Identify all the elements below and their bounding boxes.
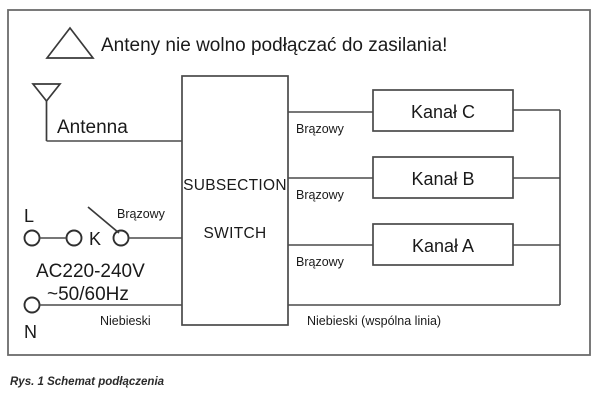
neutral-terminal-circle [23,296,41,314]
antenna-icon [31,83,62,103]
channel-wire-label-1: Brązowy [296,188,345,202]
switch-lever [87,206,120,234]
figure-caption: Rys. 1 Schemat podłączenia [10,376,165,388]
channel-box-0 [372,89,514,132]
live-wire-label: Brązowy [117,207,166,221]
neutral-wire-label: Niebieski [100,314,151,328]
channel-label-0: Kanał C [411,102,475,122]
channel-label-1: Kanał B [411,169,474,189]
subsection-switch-label-line2: SWITCH [204,225,267,242]
channel-wire-label-0: Brązowy [296,122,345,136]
supply-voltage-line1: AC220-240V [36,261,145,282]
supply-voltage-line2: ~50/60Hz [47,284,129,305]
live-switch-contact-right [112,229,130,247]
live-switch-contact-left [65,229,83,247]
switch-label: K [89,229,101,249]
live-terminal-label: L [24,206,34,226]
common-line-label: Niebieski (wspólna linia) [307,314,441,328]
neutral-terminal-label: N [24,322,37,342]
warning-triangle-icon [45,26,95,59]
channel-label-2: Kanał A [412,236,474,256]
antenna-label: Antenna [57,117,128,138]
warning-text: Anteny nie wolno podłączać do zasilania! [101,35,447,56]
live-terminal-circle [23,229,41,247]
channel-wire-label-2: Brązowy [296,255,345,269]
diagram-border [7,9,591,356]
subsection-switch-box [181,75,289,326]
subsection-switch-label-line1: SUBSECTION [183,177,287,194]
